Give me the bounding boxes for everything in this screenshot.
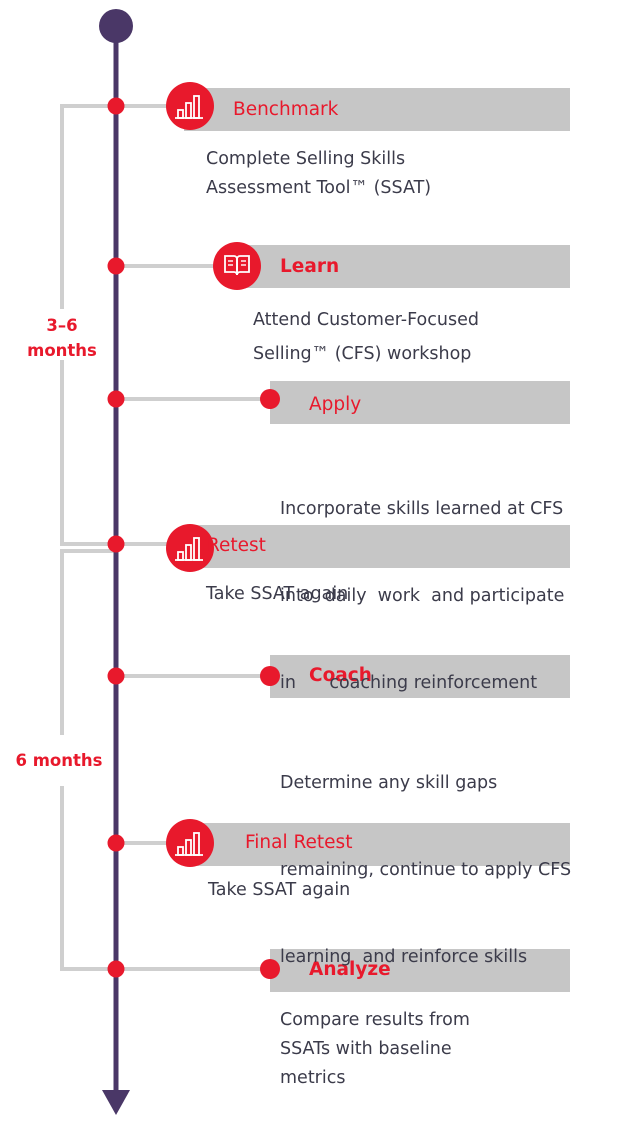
timeline-node-analyze xyxy=(107,960,125,978)
analyze-dot xyxy=(260,959,280,979)
timeline-nodes xyxy=(107,97,125,978)
bar-chart-icon xyxy=(166,819,214,867)
book-icon xyxy=(213,242,261,290)
timeline-node-coach xyxy=(107,667,125,685)
timeline-node-apply xyxy=(107,390,125,408)
step-desc-coach: Determine any skill gaps remaining, cont… xyxy=(280,773,572,967)
step-label-coach: Coach xyxy=(309,665,372,686)
coach-dot xyxy=(260,666,280,686)
duration-label-6-months: 6 months xyxy=(15,751,103,770)
step-label-benchmark: Benchmark xyxy=(233,99,339,120)
step-desc-final-retest: Take SSAT again xyxy=(208,880,351,900)
step-bar-benchmark xyxy=(184,88,570,131)
step-bar-apply xyxy=(270,381,570,424)
step-desc-analyze: Compare results from SSATs with baseline… xyxy=(280,1010,470,1088)
timeline-node-retest xyxy=(107,535,125,553)
step-label-learn: Learn xyxy=(280,256,340,277)
step-bar-coach xyxy=(270,655,570,698)
step-desc-benchmark: Complete Selling Skills Assessment Tool™… xyxy=(206,149,432,198)
apply-dot xyxy=(260,389,280,409)
duration-label-3-6-months: 3–6 months xyxy=(27,316,97,360)
bar-chart-icon xyxy=(166,524,214,572)
duration-bracket-3-6-months xyxy=(60,104,116,546)
step-desc-apply: Incorporate skills learned at CFS into d… xyxy=(280,499,565,693)
step-desc-retest: Take SSAT again xyxy=(206,584,349,604)
timeline-node-final-retest xyxy=(107,834,125,852)
step-label-apply: Apply xyxy=(309,394,362,415)
step-desc-learn: Attend Customer-Focused Selling™ (CFS) w… xyxy=(253,310,479,364)
timeline-node-learn xyxy=(107,257,125,275)
bar-chart-icon xyxy=(166,82,214,130)
step-label-retest: Retest xyxy=(207,535,266,556)
timeline-node-benchmark xyxy=(107,97,125,115)
step-bar-final-retest xyxy=(184,823,570,866)
step-label-final-retest: Final Retest xyxy=(245,832,353,853)
timeline-start-dot xyxy=(99,9,133,43)
step-bar-retest xyxy=(184,525,570,568)
timeline-arrowhead xyxy=(102,1090,130,1115)
bar-end-dots xyxy=(260,389,280,979)
duration-bracket-6-months xyxy=(60,549,116,971)
step-label-analyze: Analyze xyxy=(309,959,391,980)
step-bar-analyze xyxy=(270,949,570,992)
step-bar-learn xyxy=(230,245,570,288)
